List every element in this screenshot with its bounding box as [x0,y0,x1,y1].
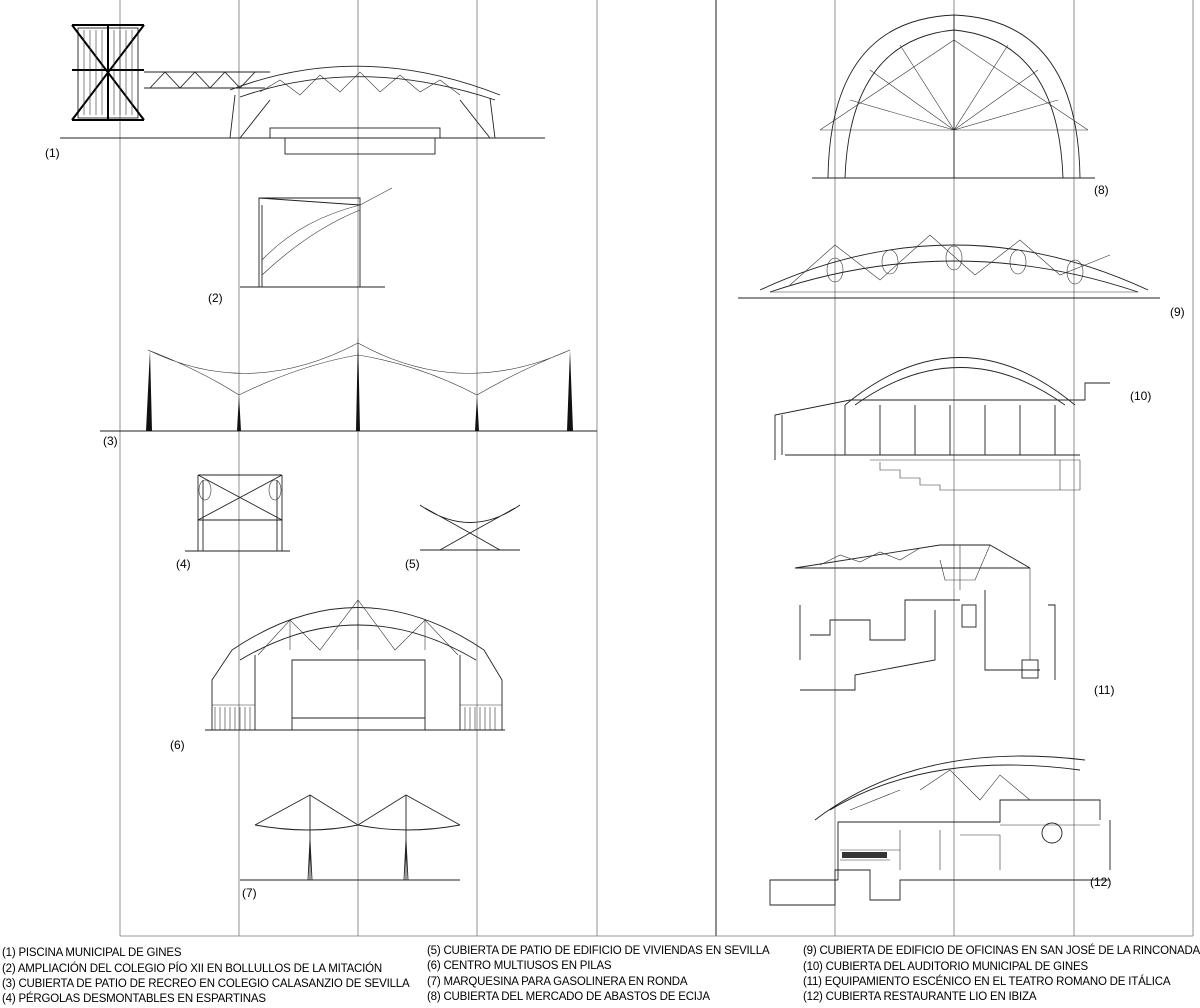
caption-12: (12) CUBIERTA RESTAURANTE LIO EN IBIZA [803,991,1037,1003]
drawing-9-oficinas [738,234,1160,299]
drawing-4-pergolas [185,474,290,552]
drawing-6-multiusos [205,599,505,731]
caption-2: (2) AMPLIACIÓN DEL COLEGIO PÍO XII EN BO… [2,963,382,975]
caption-11: (11) EQUIPAMIENTO ESCÉNICO EN EL TEATRO … [803,976,1171,988]
drawing-12-restaurante [769,755,1111,906]
label-5: (5) [405,557,420,571]
label-7: (7) [242,886,257,900]
label-8: (8) [1094,183,1109,197]
drawing-8-mercado [812,14,1095,179]
label-1: (1) [45,146,60,160]
caption-3: (3) CUBIERTA DE PATIO DE RECREO EN COLEG… [2,978,410,990]
caption-7: (7) MARQUESINA PARA GASOLINERA EN RONDA [427,976,688,988]
label-10: (10) [1130,389,1151,403]
caption-8: (8) CUBIERTA DEL MERCADO DE ABASTOS DE E… [427,991,710,1003]
caption-4: (4) PÉRGOLAS DESMONTABLES EN ESPARTINAS [2,993,266,1005]
label-6: (6) [170,738,185,752]
label-12: (12) [1090,875,1111,889]
label-2: (2) [208,291,223,305]
caption-10: (10) CUBIERTA DEL AUDITORIO MUNICIPAL DE… [803,961,1088,973]
drawing-2-colegio [240,187,393,288]
drawing-labels: (1) (2) (3) (4) (5) (6) (7) (8) (9) (10)… [45,146,1185,900]
drawing-7-marquesina [240,794,461,881]
drawing-11-teatro [794,544,1056,691]
label-11: (11) [1094,683,1114,697]
caption-1: (1) PISCINA MUNICIPAL DE GINES [2,947,182,959]
drawing-1-piscina [60,24,545,155]
drawing-10-auditorio [774,357,1110,491]
label-3: (3) [103,434,118,448]
label-4: (4) [176,557,191,571]
grid-lines [119,0,1194,937]
caption-9: (9) CUBIERTA DE EDIFICIO DE OFICINAS EN … [803,945,1200,957]
caption-5: (5) CUBIERTA DE PATIO DE EDIFICIO DE VIV… [427,945,770,957]
drawing-3-patio-calasanzio [100,335,597,432]
drawing-5-viviendas [419,504,521,551]
label-9: (9) [1170,305,1185,319]
caption-6: (6) CENTRO MULTIUSOS EN PILAS [427,960,612,972]
